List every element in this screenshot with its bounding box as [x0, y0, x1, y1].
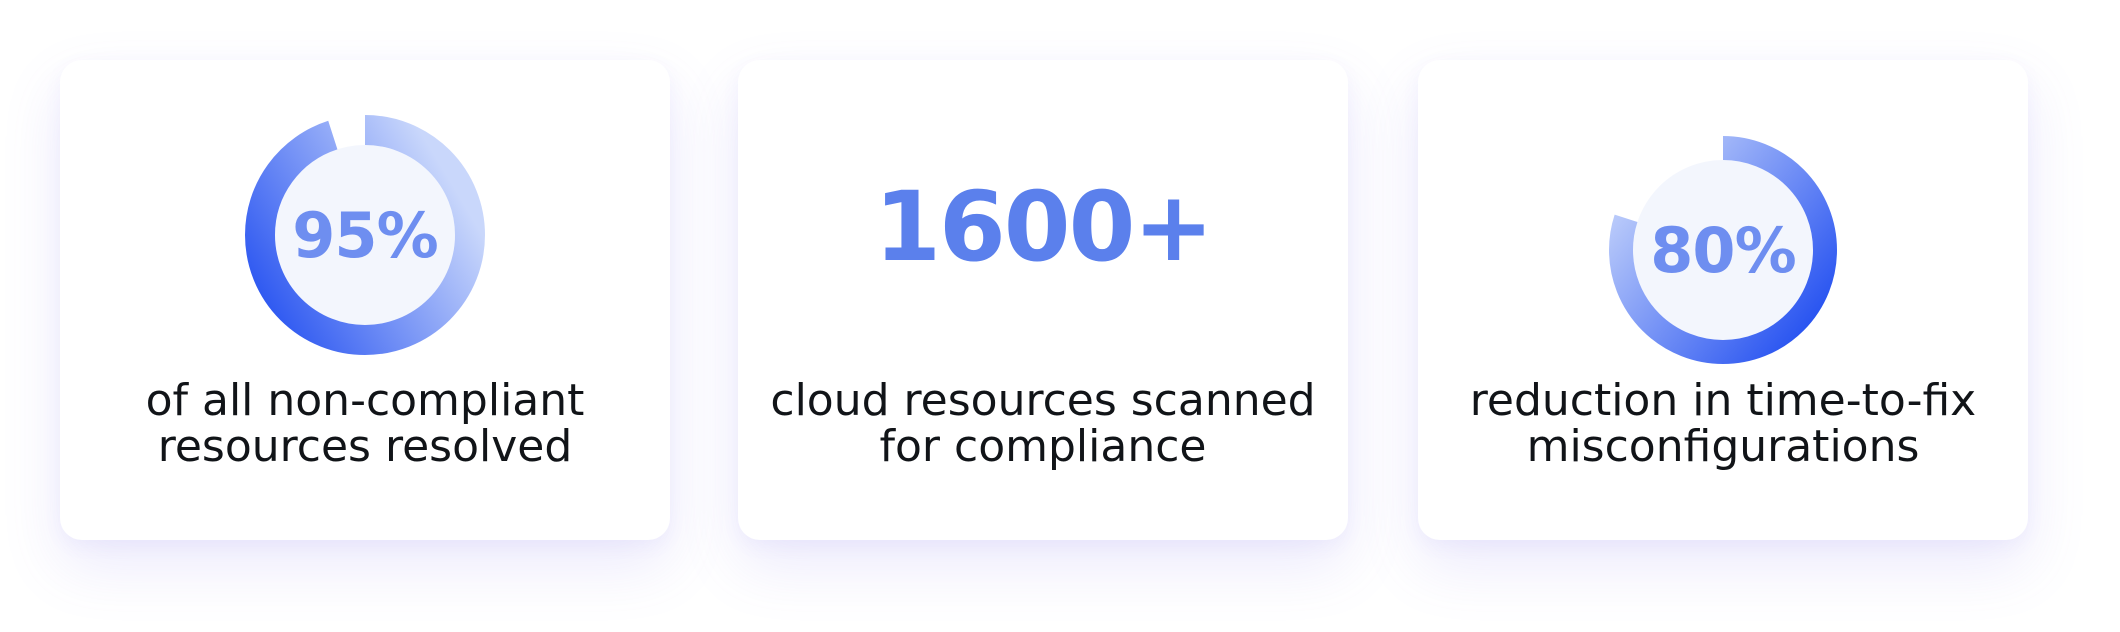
ring-inner-fill	[1633, 160, 1813, 340]
stat-caption: of all non-compliant resources resolved	[60, 378, 670, 470]
stat-caption: cloud resources scanned for compliance	[738, 378, 1348, 470]
stat-value: 1600+	[874, 171, 1214, 283]
caption-line: for compliance	[879, 421, 1207, 472]
progress-ring-graphic	[245, 115, 485, 355]
stat-value: 95%	[292, 198, 438, 272]
caption-line: of all non-compliant	[145, 375, 585, 426]
ring-inner-fill	[275, 145, 455, 325]
stat-caption: reduction in time-to-fix misconfiguratio…	[1418, 378, 2028, 470]
stat-card-resolved: 95% of all non-compliant resources resol…	[60, 60, 670, 540]
progress-ring-graphic	[1609, 136, 1837, 364]
caption-line: misconfigurations	[1526, 421, 1920, 472]
caption-line: resources resolved	[157, 421, 573, 472]
progress-ring-resolved: 95%	[245, 115, 485, 355]
stat-value: 80%	[1650, 213, 1796, 287]
caption-line: reduction in time-to-fix	[1469, 375, 1977, 426]
caption-line: cloud resources scanned	[770, 375, 1316, 426]
ring-progress-arc	[1609, 136, 1837, 364]
progress-ring-time-to-fix: 80%	[1603, 130, 1843, 370]
stat-card-time-to-fix: 80% reduction in time-to-fix misconfigur…	[1418, 60, 2028, 540]
stat-card-scanned: 1600+ cloud resources scanned for compli…	[738, 60, 1348, 540]
ring-progress-arc	[245, 115, 485, 355]
